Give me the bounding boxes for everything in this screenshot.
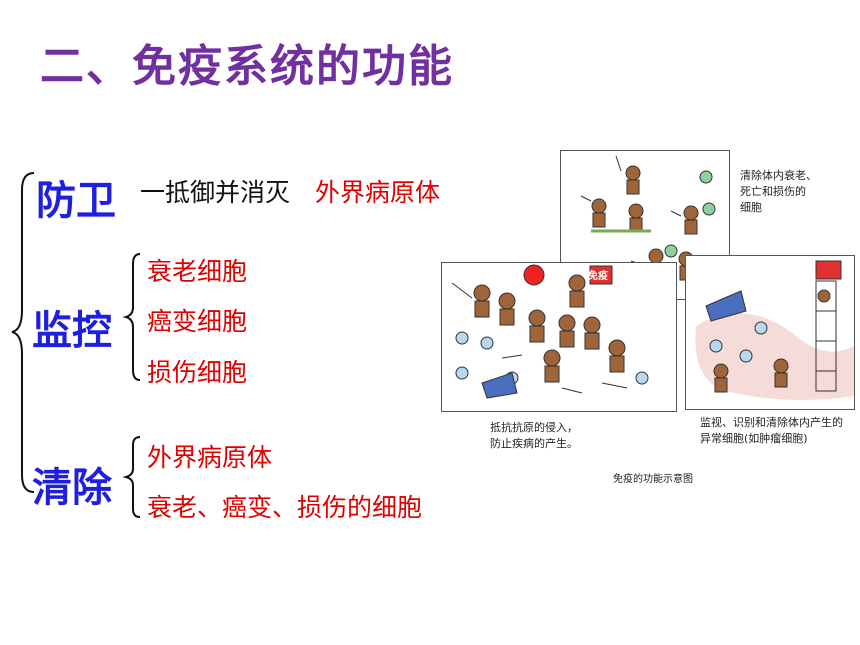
clear-item-abnormal-cells: 衰老、癌变、损伤的细胞 — [147, 493, 423, 522]
monitor-item-damaged: 损伤细胞 — [147, 358, 248, 387]
monitoring-scene-illustration — [695, 260, 854, 400]
clear-brace — [122, 436, 141, 518]
figure-caption: 免疫的功能示意图 — [613, 474, 693, 485]
defense-scene-illustration — [451, 264, 649, 399]
defense-desc-red: 外界病原体 — [315, 178, 441, 207]
clear-item-pathogen: 外界病原体 — [147, 443, 273, 472]
flag-label-left: 免疫 — [588, 271, 608, 282]
caption-monitoring-line-1: 监视、识别和清除体内产生的 — [700, 416, 843, 429]
caption-clearing-line-3: 细胞 — [740, 201, 762, 214]
defense-heading: 防卫 — [36, 178, 116, 224]
page-title: 二、免疫系统的功能 — [40, 41, 454, 92]
figure-panel-monitoring — [685, 255, 855, 410]
clearing-scene-illustration — [580, 155, 716, 281]
monitor-heading: 监控 — [32, 308, 112, 354]
clear-heading: 清除 — [32, 465, 112, 511]
caption-clearing: 清除体内衰老、 死亡和损伤的 细胞 — [740, 168, 817, 216]
caption-monitoring: 监视、识别和清除体内产生的 异常细胞(如肿瘤细胞) — [700, 415, 843, 447]
caption-monitoring-line-2: 异常细胞(如肿瘤细胞) — [700, 432, 808, 445]
monitor-brace — [122, 253, 141, 381]
defense-desc-prefix: 一抵御并消灭 — [140, 178, 291, 207]
caption-defense-line-2: 防止疾病的产生。 — [490, 437, 578, 450]
caption-defense: 抵抗抗原的侵入， 防止疾病的产生。 — [490, 420, 578, 452]
monitor-item-cancer: 癌变细胞 — [147, 307, 248, 336]
caption-clearing-line-1: 清除体内衰老、 — [740, 169, 817, 182]
figure-panel-defense — [441, 262, 677, 412]
monitor-item-aging: 衰老细胞 — [147, 257, 248, 286]
main-brace — [11, 172, 35, 493]
caption-clearing-line-2: 死亡和损伤的 — [740, 185, 806, 198]
caption-defense-line-1: 抵抗抗原的侵入， — [490, 421, 578, 434]
